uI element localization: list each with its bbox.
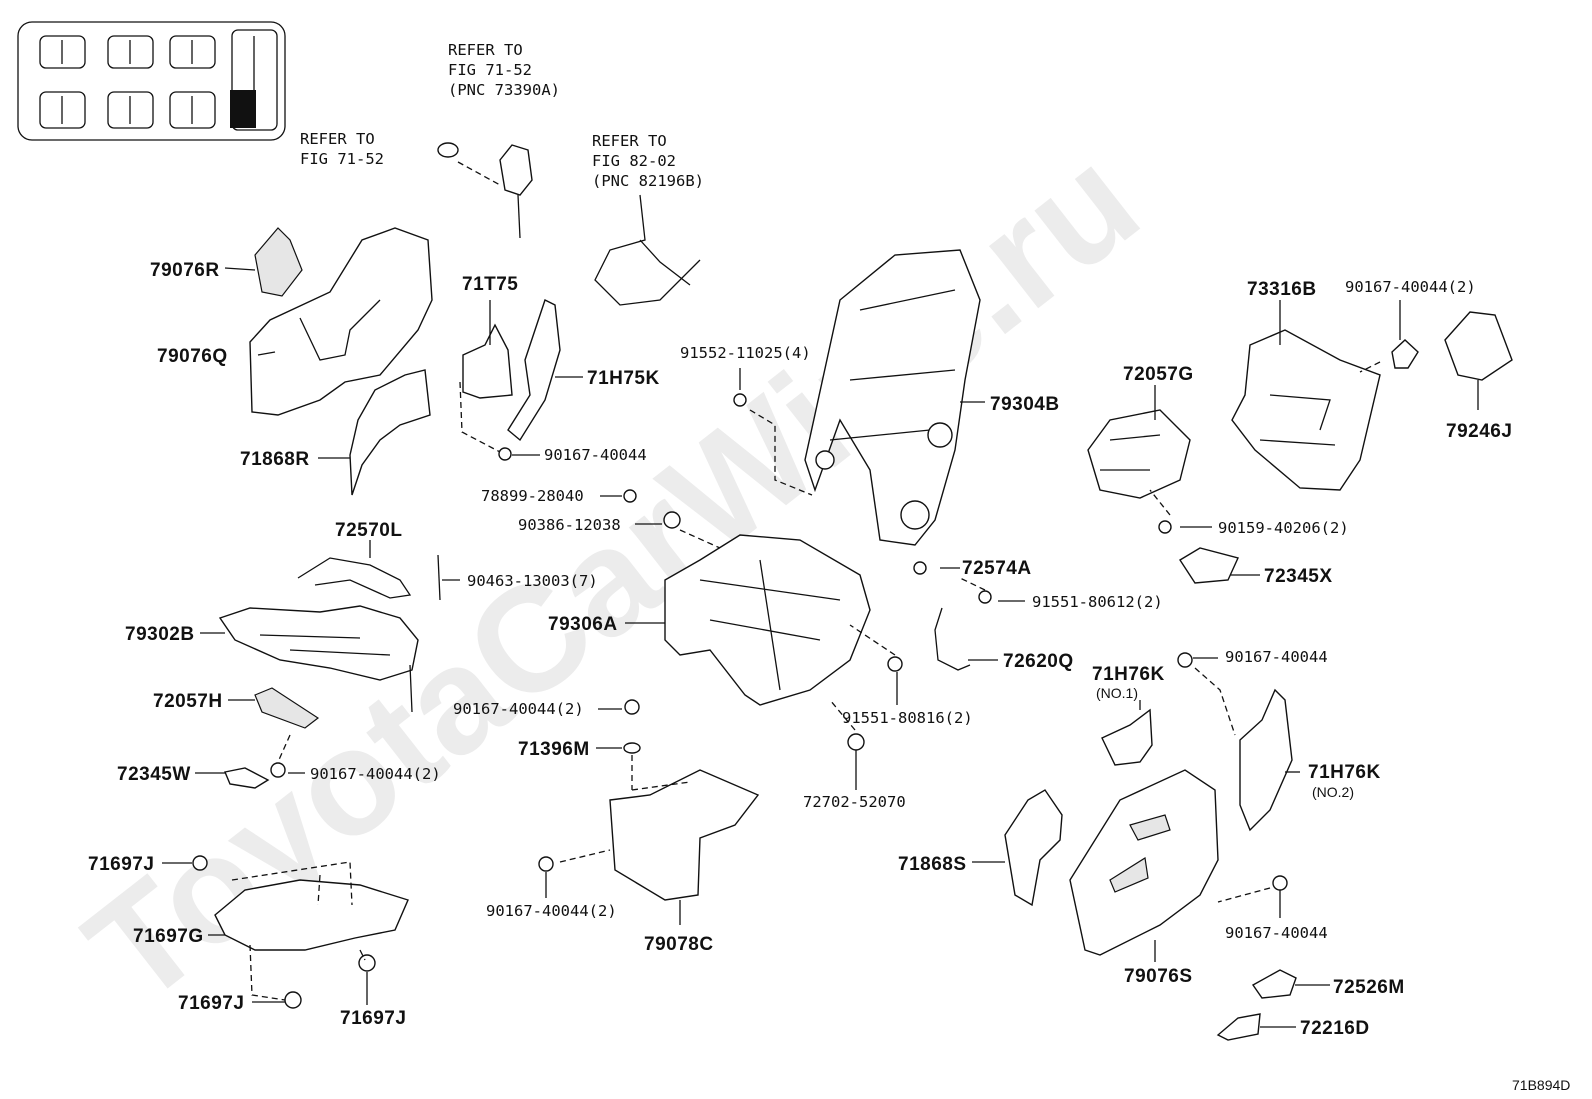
ref-text-3-line3: (PNC 82196B) bbox=[592, 172, 704, 190]
part-label[interactable]: 90167-40044(2) bbox=[1345, 278, 1476, 296]
leader-lines bbox=[162, 267, 1479, 1028]
part-seatback-pad-79076S bbox=[1069, 769, 1219, 956]
part-label[interactable]: 79246J bbox=[1446, 421, 1512, 442]
ref-text-1-line2: FIG 71-52 bbox=[448, 61, 532, 79]
seat-location-thumbnail bbox=[17, 21, 286, 141]
part-label[interactable]: 72057H bbox=[153, 691, 223, 712]
part-label[interactable]: 79078C bbox=[644, 934, 714, 955]
part-label[interactable]: 71697J bbox=[340, 1008, 406, 1029]
part-label[interactable]: 91552-11025(4) bbox=[680, 344, 811, 362]
fasteners bbox=[192, 393, 1288, 1009]
part-72620Q bbox=[934, 607, 971, 671]
part-seatbelt-buckle bbox=[457, 144, 533, 239]
part-label[interactable]: 90167-40044(2) bbox=[310, 765, 441, 783]
part-label[interactable]: 71H75K bbox=[587, 368, 660, 389]
part-72345X bbox=[1179, 547, 1239, 584]
part-cushion-frame-79302B bbox=[218, 605, 419, 713]
part-79246J bbox=[1444, 311, 1513, 381]
part-label[interactable]: 90167-40044 bbox=[1225, 648, 1328, 666]
part-wire-harness-ref bbox=[594, 194, 701, 306]
part-label[interactable]: 90167-40044(2) bbox=[453, 700, 584, 718]
part-label[interactable]: 72345W bbox=[117, 764, 191, 785]
part-seat-frame-79306A bbox=[664, 534, 871, 706]
figure-code: 71B894D bbox=[1512, 1077, 1570, 1093]
dashed-guides bbox=[249, 361, 1381, 1001]
part-bolt-72702 bbox=[847, 733, 865, 751]
part-72526M bbox=[1251, 969, 1297, 999]
ref-text-2-line2: FIG 71-52 bbox=[300, 150, 384, 168]
part-71697G bbox=[214, 861, 409, 951]
part-sublabel: (NO.1) bbox=[1096, 685, 1138, 701]
part-bolt-ref bbox=[437, 142, 459, 158]
part-label[interactable]: 71T75 bbox=[462, 274, 518, 295]
part-clip-90167-top bbox=[1391, 339, 1419, 369]
part-72057H bbox=[254, 687, 320, 729]
part-label[interactable]: 79302B bbox=[125, 624, 195, 645]
part-label[interactable]: 72702-52070 bbox=[803, 793, 906, 811]
part-label[interactable]: 90167-40044 bbox=[1225, 924, 1328, 942]
part-label[interactable]: 71697J bbox=[178, 993, 244, 1014]
part-tie-90463 bbox=[437, 554, 441, 601]
ref-text-1-line3: (PNC 73390A) bbox=[448, 81, 560, 99]
part-label[interactable]: 72216D bbox=[1300, 1018, 1370, 1039]
part-bracket-73316B bbox=[1231, 329, 1381, 491]
part-label[interactable]: 79076S bbox=[1124, 966, 1193, 987]
part-71868S bbox=[1004, 789, 1063, 907]
part-label[interactable]: 79076R bbox=[150, 260, 220, 281]
part-label[interactable]: 91551-80612(2) bbox=[1032, 593, 1163, 611]
part-label[interactable]: 71H76K bbox=[1308, 762, 1381, 783]
part-label[interactable]: 72570L bbox=[335, 520, 402, 541]
part-label[interactable]: 79076Q bbox=[157, 346, 228, 367]
part-72345W bbox=[224, 767, 270, 789]
part-71H75K bbox=[507, 299, 561, 442]
part-label[interactable]: 71868R bbox=[240, 449, 310, 470]
part-label[interactable]: 72620Q bbox=[1003, 651, 1074, 672]
part-71868R bbox=[349, 369, 431, 496]
part-label[interactable]: 79306A bbox=[548, 614, 618, 635]
part-71H76K-no1 bbox=[1101, 708, 1153, 766]
part-label[interactable]: 90386-12038 bbox=[518, 516, 621, 534]
part-label[interactable]: 90159-40206(2) bbox=[1218, 519, 1349, 537]
part-seatback-cover-79076Q bbox=[249, 227, 433, 416]
part-label[interactable]: 73316B bbox=[1247, 279, 1317, 300]
part-label[interactable]: 78899-28040 bbox=[481, 487, 584, 505]
part-71T75 bbox=[462, 323, 513, 399]
ref-text-3-line2: FIG 82-02 bbox=[592, 152, 676, 170]
part-seatback-frame-79304B bbox=[804, 249, 981, 546]
part-72570L-harness bbox=[297, 557, 412, 599]
part-label[interactable]: 90167-40044 bbox=[544, 446, 647, 464]
part-label[interactable]: 72526M bbox=[1333, 977, 1405, 998]
ref-text-3-line1: REFER TO bbox=[592, 132, 667, 150]
part-sublabel: (NO.2) bbox=[1312, 784, 1354, 800]
part-label[interactable]: 79304B bbox=[990, 394, 1060, 415]
part-label[interactable]: 91551-80816(2) bbox=[842, 709, 973, 727]
part-label[interactable]: 72057G bbox=[1123, 364, 1194, 385]
part-label[interactable]: 72345X bbox=[1264, 566, 1333, 587]
part-label[interactable]: 71H76K bbox=[1092, 664, 1165, 685]
ref-text-1-line1: REFER TO bbox=[448, 41, 523, 59]
part-cover-79078C bbox=[609, 769, 760, 901]
part-label[interactable]: 71697G bbox=[133, 926, 204, 947]
part-label[interactable]: 72574A bbox=[962, 558, 1032, 579]
part-switch-72057G bbox=[1087, 409, 1191, 499]
ref-text-2-line1: REFER TO bbox=[300, 130, 375, 148]
part-label[interactable]: 90167-40044(2) bbox=[486, 902, 617, 920]
part-label[interactable]: 71697J bbox=[88, 854, 154, 875]
part-71H76K-no2 bbox=[1239, 688, 1293, 832]
part-label[interactable]: 90463-13003(7) bbox=[467, 572, 598, 590]
part-label[interactable]: 71868S bbox=[898, 854, 967, 875]
part-72216D bbox=[1216, 1013, 1261, 1041]
part-label[interactable]: 71396M bbox=[518, 739, 590, 760]
part-79076R bbox=[254, 227, 303, 297]
